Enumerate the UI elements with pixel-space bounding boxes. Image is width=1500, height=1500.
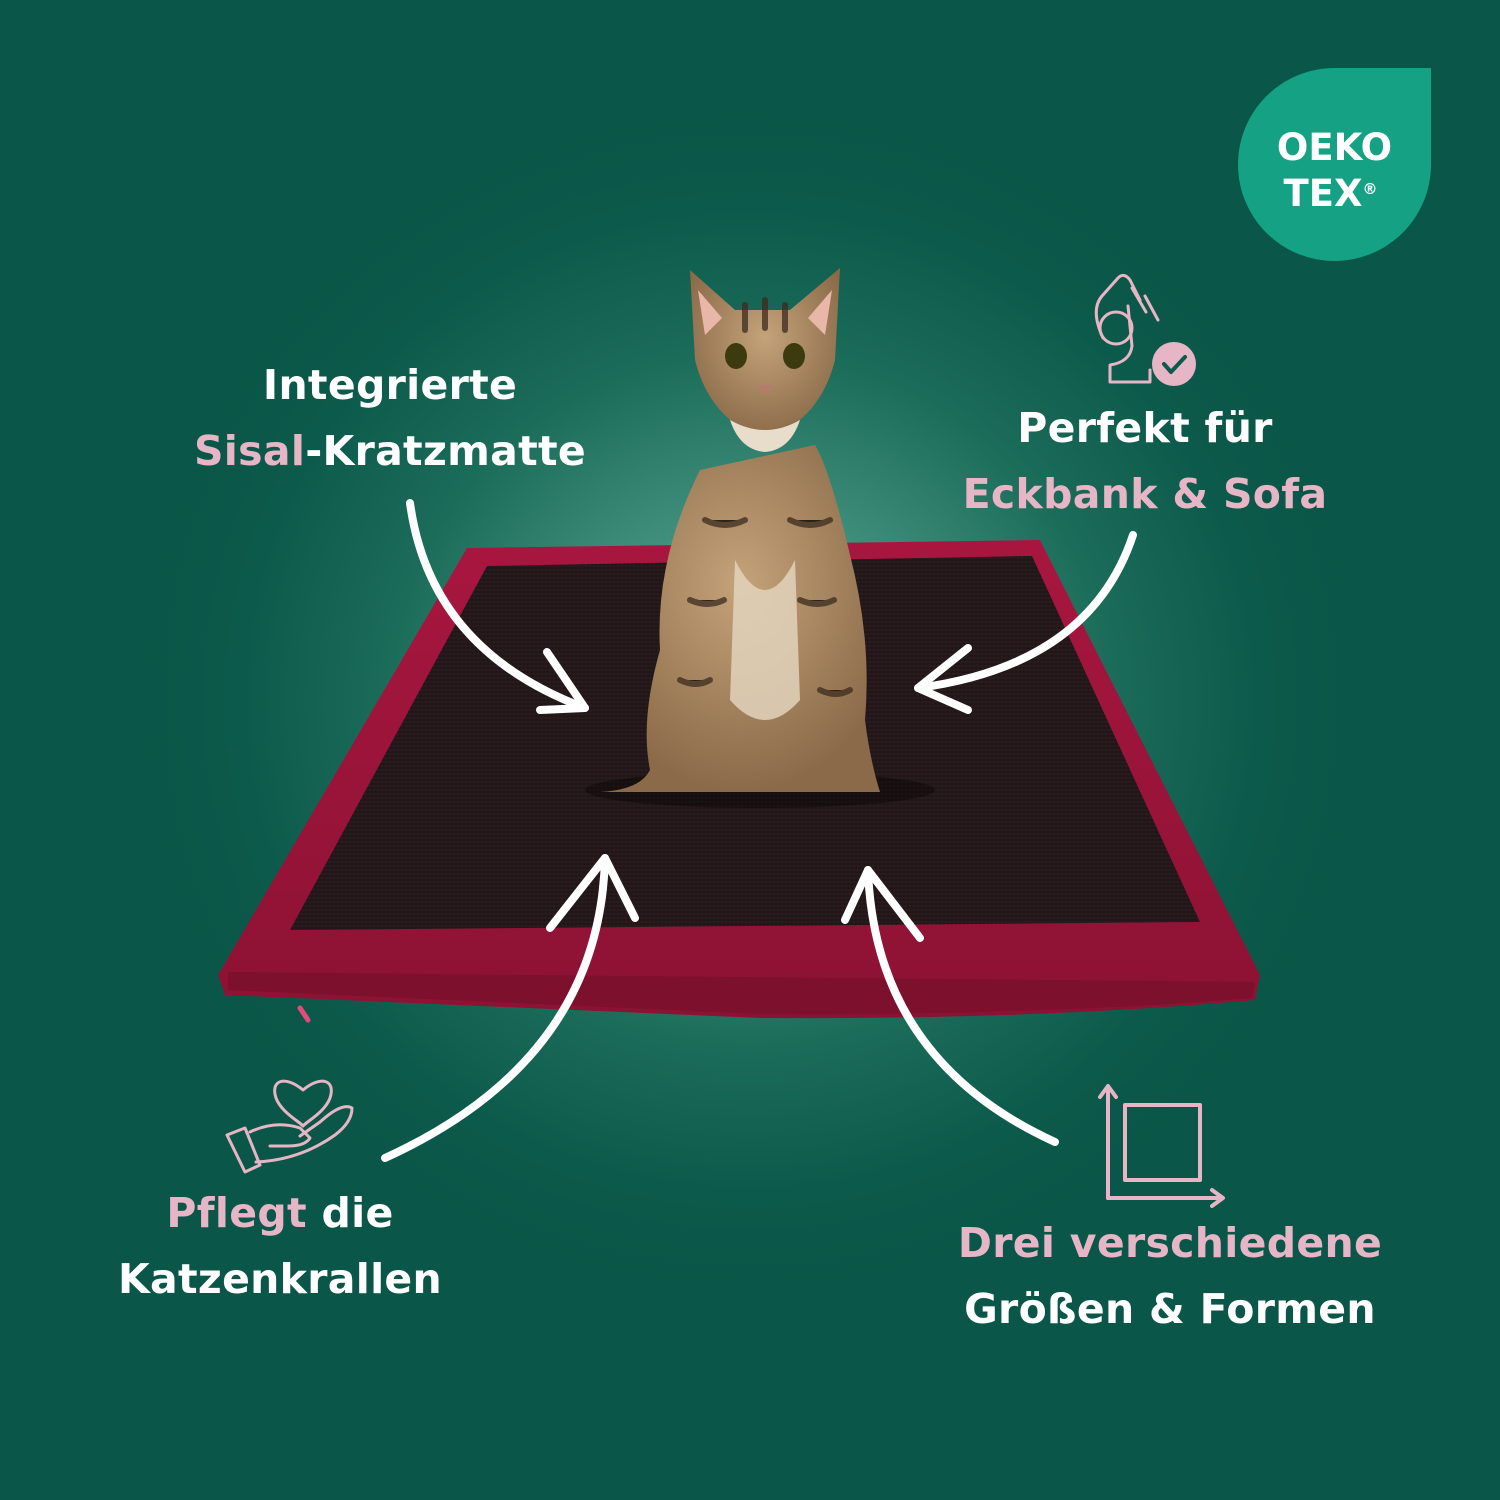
badge-line2: TEX® bbox=[1283, 172, 1378, 215]
zipper-pull bbox=[297, 1005, 311, 1023]
heart-hand-icon bbox=[225, 1079, 354, 1174]
arrow-bottom-right bbox=[841, 866, 1059, 1146]
cat-image bbox=[585, 268, 935, 808]
arrow-top-left bbox=[406, 499, 589, 714]
oeko-tex-badge: OEKO TEX® bbox=[1238, 68, 1431, 261]
callout-sofa-line2: Eckbank & Sofa bbox=[962, 470, 1328, 518]
callout-sofa-line1: Perfekt für bbox=[1017, 404, 1273, 452]
check-badge-icon bbox=[1152, 342, 1196, 386]
badge-line1: OEKO bbox=[1276, 126, 1393, 169]
callout-sizes: Drei verschiedene Größen & Formen bbox=[930, 1210, 1410, 1342]
callout-claws: Pflegt die Katzenkrallen bbox=[90, 1180, 470, 1312]
callout-sisal: Integrierte Sisal-Kratzmatte bbox=[150, 352, 630, 484]
callout-sofa: Perfekt für Eckbank & Sofa bbox=[925, 395, 1365, 527]
callout-sizes-line2: Größen & Formen bbox=[964, 1285, 1376, 1333]
callout-sizes-line1: Drei verschiedene bbox=[957, 1219, 1383, 1267]
dimensions-square-icon bbox=[1098, 1084, 1225, 1208]
arrow-bottom-left bbox=[381, 854, 639, 1162]
callout-sisal-line1: Integrierte bbox=[262, 361, 518, 409]
callout-sisal-line2: Sisal-Kratzmatte bbox=[193, 427, 587, 475]
ok-hand-check-icon bbox=[1094, 273, 1160, 384]
arrow-top-right bbox=[914, 531, 1137, 714]
callout-claws-line1: Pflegt die bbox=[166, 1189, 394, 1237]
callout-claws-line2: Katzenkrallen bbox=[117, 1255, 443, 1303]
